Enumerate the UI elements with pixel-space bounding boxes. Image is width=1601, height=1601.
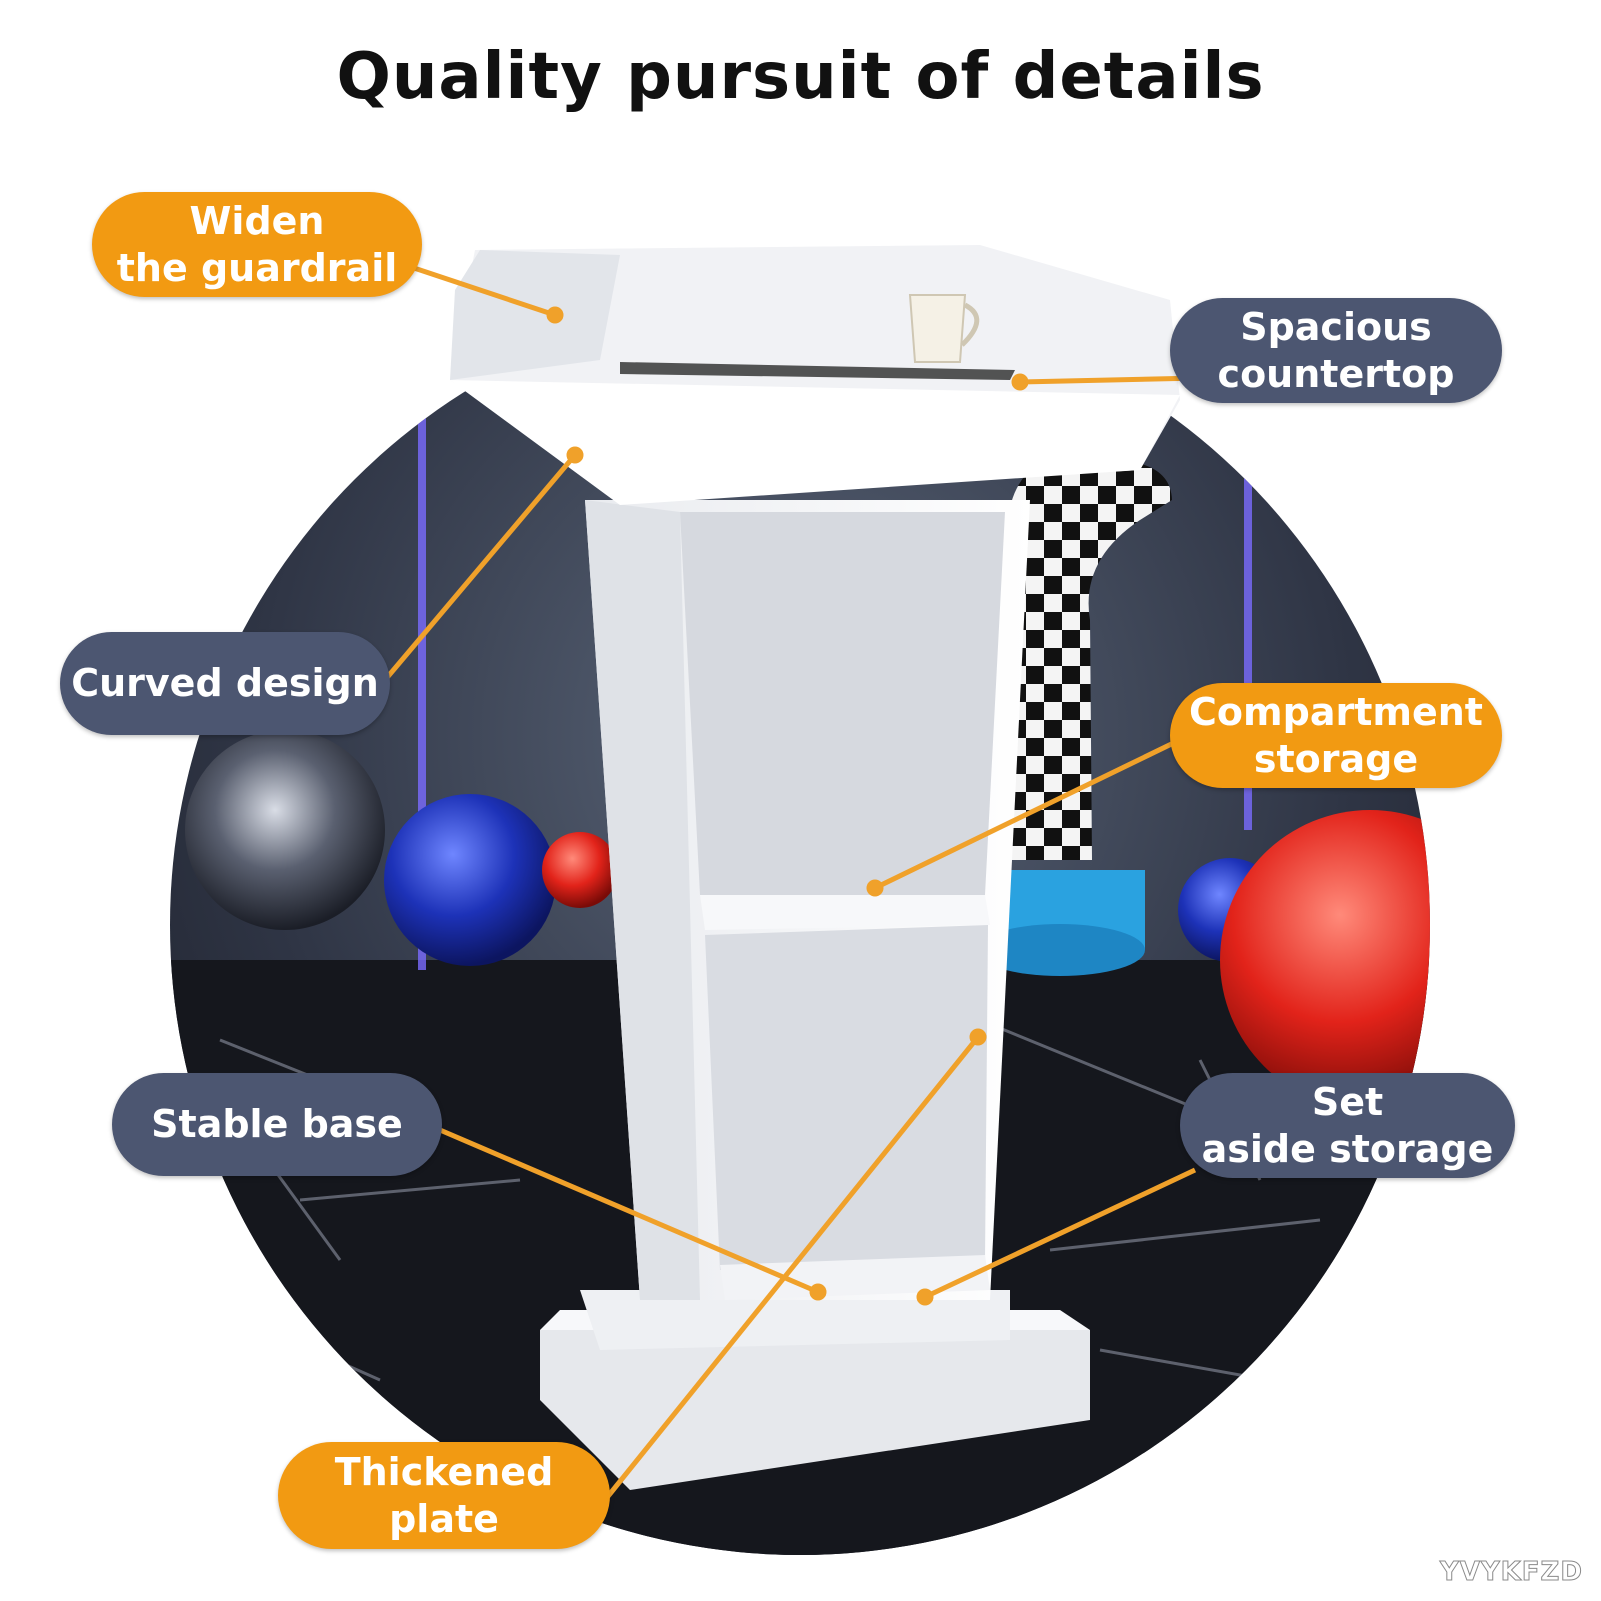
podium: [450, 245, 1180, 1490]
callout-leaders: [383, 262, 1201, 1502]
callout-stable-base: Stable base: [112, 1073, 442, 1176]
callout-compartment-storage-line2: storage: [1253, 736, 1419, 781]
callout-spacious-countertop-line1: Spacious: [1240, 305, 1432, 350]
callout-widen-guardrail-line1: Widen: [189, 199, 325, 244]
brand-watermark: YVYKFZD: [1439, 1557, 1583, 1588]
callout-set-aside-storage: Set aside storage: [1180, 1073, 1515, 1178]
callout-spacious-countertop-line2: countertop: [1217, 351, 1455, 396]
callout-thickened-plate-line1: Thickened: [334, 1450, 554, 1495]
page-title: Quality pursuit of details: [336, 40, 1265, 114]
callout-thickened-plate: Thickened plate: [278, 1442, 610, 1549]
callout-curved-design-line1: Curved design: [71, 661, 379, 706]
callout-widen-guardrail-line2: the guardrail: [116, 245, 398, 290]
callout-set-aside-storage-line1: Set: [1311, 1080, 1384, 1125]
callout-curved-design: Curved design: [60, 632, 390, 735]
callout-compartment-storage: Compartment storage: [1170, 683, 1502, 788]
callout-spacious-countertop: Spacious countertop: [1170, 298, 1502, 403]
callout-compartment-storage-line1: Compartment: [1189, 690, 1483, 735]
callout-thickened-plate-line2: plate: [389, 1496, 499, 1541]
callout-set-aside-storage-line2: aside storage: [1201, 1126, 1494, 1171]
callout-widen-guardrail: Widen the guardrail: [92, 192, 422, 297]
callout-stable-base-line1: Stable base: [151, 1102, 403, 1147]
